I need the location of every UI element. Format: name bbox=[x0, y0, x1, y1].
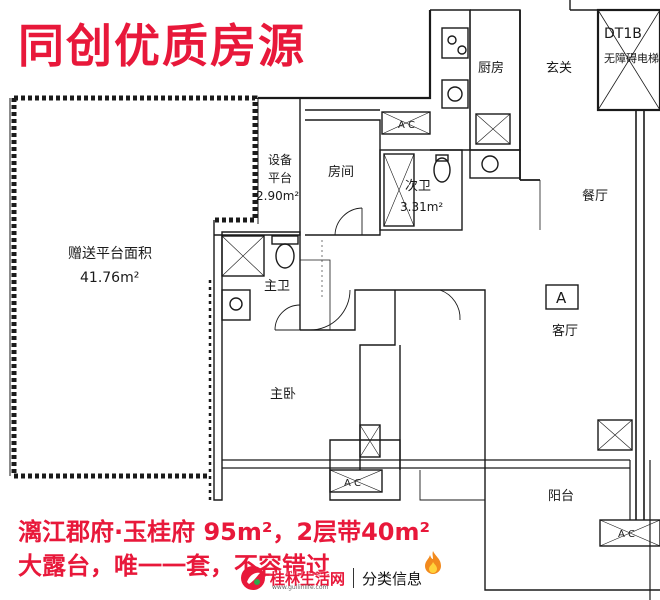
label-room: 房间 bbox=[328, 164, 354, 180]
label-master-bedroom: 主卧 bbox=[270, 387, 296, 402]
watermark-logo-icon bbox=[241, 566, 265, 590]
label-equipment-area: 2.90m² bbox=[256, 189, 299, 203]
label-elevator-note: 无障碍电梯 bbox=[604, 51, 659, 65]
watermark-tag: 分类信息 bbox=[362, 569, 423, 588]
caption-line-1: 漓江郡府·玉桂府 95m²，2层带40m² bbox=[18, 518, 431, 546]
unit-label-box bbox=[545, 284, 579, 310]
label-gift-platform: 赠送平台面积 bbox=[68, 246, 152, 262]
label-equipment-1: 设备 bbox=[268, 153, 292, 167]
label-balcony: 阳台 bbox=[548, 489, 574, 504]
label-kitchen: 厨房 bbox=[478, 60, 504, 76]
label-equipment-2: 平台 bbox=[268, 170, 292, 185]
elevator-label: DT1B bbox=[604, 26, 642, 42]
unit-label: A bbox=[556, 289, 567, 307]
label-gift-platform-area: 41.76m² bbox=[80, 270, 139, 286]
headline: 同创优质房源 bbox=[18, 19, 306, 73]
watermark-divider bbox=[353, 568, 355, 588]
elevator-note: 玄关 bbox=[546, 61, 572, 76]
label-master-bath: 主卫 bbox=[264, 279, 290, 294]
label-living: 客厅 bbox=[552, 323, 578, 339]
label-ac-3: A C bbox=[618, 529, 635, 540]
watermark-name: 桂林生活网 bbox=[270, 569, 346, 588]
label-second-bath: 次卫 bbox=[405, 178, 431, 194]
platform-border bbox=[11, 95, 258, 479]
label-dining: 餐厅 bbox=[582, 188, 608, 204]
watermark: 桂林生活网 www.guilinlife.com 分类信息 bbox=[240, 562, 465, 594]
caption-line-2: 大露台，唯一一套，不容错过 bbox=[18, 552, 330, 580]
label-second-bath-area: 3.31m² bbox=[400, 200, 443, 214]
label-ac-2: A C bbox=[344, 478, 361, 489]
label-ac-1: A C bbox=[398, 120, 415, 131]
watermark-url: www.guilinlife.com bbox=[272, 584, 329, 591]
flame-icon bbox=[425, 551, 441, 574]
